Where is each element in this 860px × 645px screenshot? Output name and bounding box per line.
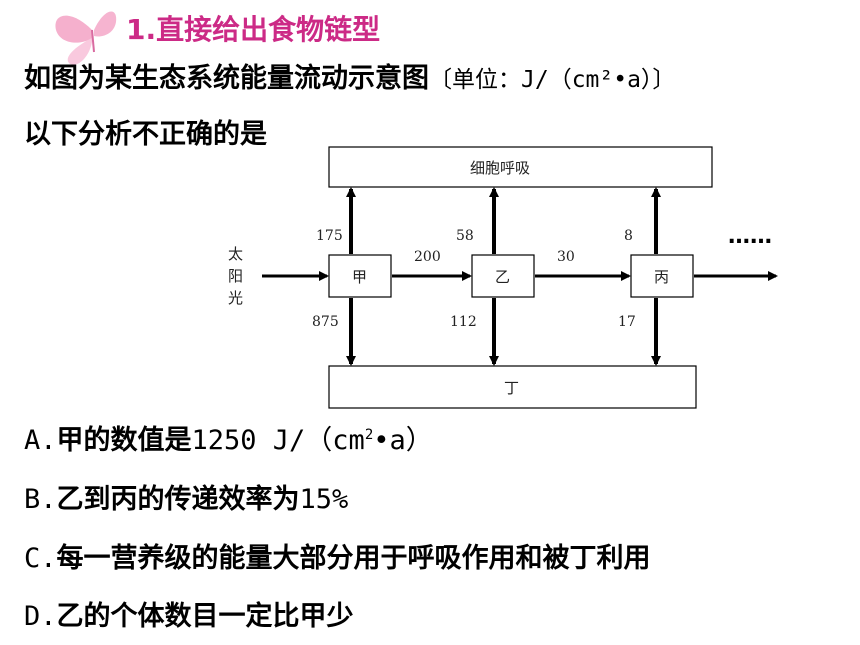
option-b-text-2: 15% [299,484,349,515]
option-a-letter: A. [24,425,57,456]
butterfly-icon [55,11,117,65]
question-text: 如图为某生态系统能量流动示意图 [24,63,429,94]
sunlight-char-1: 太 [228,245,243,263]
node-jia-label: 甲 [352,268,367,286]
sunlight-char-2: 阳 [228,267,243,285]
option-b-letter: B. [24,484,57,515]
option-d[interactable]: D.乙的个体数目一定比甲少 [24,594,354,633]
down-value-jia: 875 [312,314,339,330]
node-jia-box [328,254,392,298]
option-c-text: 每一营养级的能量大部分用于呼吸作用和被丁利用 [56,543,651,574]
respiration-box [328,146,713,188]
ellipsis: …… [728,224,772,249]
node-yi-box [471,254,535,298]
option-b-text-1: 乙到丙的传递效率为 [56,484,300,515]
option-b[interactable]: B.乙到丙的传递效率为15% [24,477,348,516]
section-title: 1.直接给出食物链型 [126,13,381,46]
question-line-1: 如图为某生态系统能量流动示意图〔单位：J/（cm²•a）〕 [24,56,675,95]
node-bing-label: 丙 [654,268,669,286]
respiration-label: 细胞呼吸 [470,159,530,177]
up-value-jia: 175 [316,228,343,244]
question-unit: 〔单位：J/（cm²•a）〕 [429,67,676,93]
decomposer-box [328,365,697,409]
down-value-bing: 17 [618,314,636,330]
option-a-text-3: •a） [373,425,433,456]
option-c[interactable]: C.每一营养级的能量大部分用于呼吸作用和被丁利用 [24,536,651,575]
option-a-sup: 2 [364,427,374,443]
node-bing-box [630,254,694,298]
up-value-bing: 8 [624,228,633,244]
up-value-yi: 58 [456,228,474,244]
node-yi-label: 乙 [495,268,510,286]
decomposer-label: 丁 [504,379,519,397]
question-line-2: 以下分析不正确的是 [24,119,267,150]
option-d-letter: D. [24,601,57,632]
option-a[interactable]: A.甲的数值是1250 J/（cm2•a） [24,418,433,457]
flow-value-yi-bing: 30 [557,249,575,265]
flow-value-jia-yi: 200 [414,249,441,265]
option-c-letter: C. [24,543,57,574]
option-a-text-1: 甲的数值是 [56,425,192,456]
option-d-text: 乙的个体数目一定比甲少 [56,601,354,632]
sunlight-char-3: 光 [228,289,243,307]
down-value-yi: 112 [450,314,477,330]
option-a-text-2: 1250 J/（cm [191,425,365,456]
